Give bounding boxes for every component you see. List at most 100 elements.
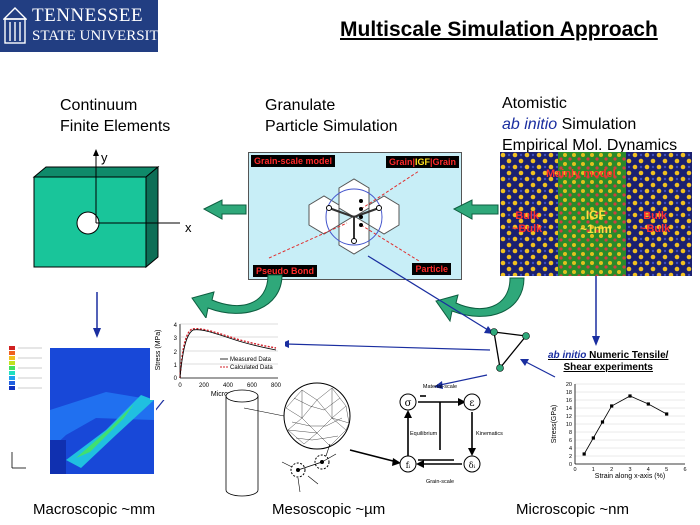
micro-data-point: [591, 436, 595, 440]
mesh-circle: [283, 382, 351, 450]
igf-label: IGF~1nm: [580, 208, 612, 236]
micro-xlabel: Strain along x-axis (%): [595, 473, 665, 480]
grain-scale-label: Grain-scale: [426, 479, 454, 485]
delta-node: δᵢ: [469, 461, 476, 470]
equilibrium-label: Equilibrium: [410, 431, 438, 437]
sigma-node: σ: [405, 398, 412, 409]
ss-ytick-3: 3: [174, 336, 178, 342]
ab-initio-text: ab initio: [502, 116, 558, 133]
microscopic-label: Microscopic ~nm: [516, 501, 629, 518]
arrow-granulate-to-fe: [202, 199, 247, 220]
grain-igf-grain-tag: Grain|IGF|Grain: [385, 156, 459, 168]
micro-data-point: [665, 412, 669, 416]
continuum-heading: Continuum Finite Elements: [60, 95, 170, 137]
ss-xtick-0: 0: [178, 383, 182, 389]
ss-xtick-1: 200: [199, 383, 210, 389]
micro-xtick: 1: [592, 467, 595, 473]
grain-scale-model-tag: Grain-scale model: [251, 155, 336, 167]
micro-ytick: 12: [566, 414, 572, 420]
triangle-element: [493, 331, 528, 370]
igf-1: IGF: [585, 208, 606, 222]
atomistic-heading: Atomistic ab initio Simulation Empirical…: [502, 93, 677, 156]
ss-ytick-2: 2: [174, 350, 178, 356]
atomistic-line-1: Atomistic: [502, 95, 567, 112]
curved-arrow-right: [435, 277, 525, 323]
curved-arrow-left: [191, 274, 283, 320]
ss-xtick-2: 400: [223, 383, 234, 389]
continuum-line-2: Finite Elements: [60, 118, 171, 135]
micro-ytick: 18: [566, 390, 572, 396]
particle-tag: Particle: [412, 263, 451, 275]
mesoscopic-label: Mesoscopic ~µm: [272, 501, 386, 518]
atomistic-lattice: [500, 152, 692, 276]
pseudo-bond-tag: Pseudo Bond: [253, 265, 317, 277]
logo-line-2: STATE UNIVERSITY: [32, 28, 170, 44]
atomistic-line-3: Empirical Mol. Dynamics: [502, 137, 678, 154]
ss-xtick-3: 600: [247, 383, 258, 389]
y-axis-label: y: [101, 150, 108, 165]
micro-ytick: 16: [566, 398, 572, 404]
page-title: Multiscale Simulation Approach: [340, 18, 658, 41]
igf-2: ~1nm: [580, 222, 612, 236]
ss-ytick-1: 1: [174, 363, 178, 369]
tensile-caption: ab initio Numeric Tensile/ Shear experim…: [548, 350, 668, 374]
fe-plate-diagram: [32, 149, 180, 269]
micro-xtick: 3: [628, 467, 631, 473]
bulk-right-1: Bulk: [643, 210, 668, 222]
micro-xtick: 4: [647, 467, 650, 473]
micro-xtick: 5: [665, 467, 668, 473]
micro-ytick: 6: [569, 438, 572, 444]
epsilon-node: ε: [469, 398, 474, 409]
particle-pair: [281, 443, 337, 493]
macroscopic-label: Macroscopic ~mm: [33, 501, 156, 518]
micro-data-point: [646, 402, 650, 406]
micro-ytick: 10: [566, 422, 572, 428]
atomistic-line-2: ab initio Simulation: [502, 114, 677, 135]
micro-data-point: [610, 404, 614, 408]
x-axis-label: x: [185, 220, 192, 235]
stress-strain-ylabel: Stress (MPa): [155, 330, 162, 371]
mainly-model-label: Mainly model: [546, 168, 616, 180]
micro-stress-line: [583, 395, 667, 455]
granulate-heading: Granulate Particle Simulation: [265, 95, 398, 137]
grain-right-text: |Grain: [429, 157, 456, 167]
granulate-line-2: Particle Simulation: [265, 118, 398, 135]
micro-ytick: 14: [566, 406, 572, 412]
tensile-rest: Numeric Tensile/: [586, 350, 669, 361]
micro-ylabel: Stress(GPa): [551, 405, 558, 444]
bulk-right-label: Bulk~Bulk: [640, 210, 670, 236]
force-node: fᵢ: [406, 461, 411, 470]
measured-curve: [179, 329, 277, 379]
micro-xtick: 0: [573, 467, 576, 473]
building-icon: [3, 7, 27, 44]
grain-left-text: Grain|: [388, 157, 415, 167]
micro-data-point: [600, 420, 605, 424]
fe-simulation-image: [6, 340, 156, 475]
micro-data-point: [628, 394, 632, 398]
atomistic-panel: Mainly model Bulk~Bulk IGF~1nm Bulk~Bulk: [500, 152, 692, 276]
micro-xtick: 6: [683, 467, 686, 473]
bulk-left-label: Bulk~Bulk: [512, 210, 542, 236]
bulk-left-1: Bulk: [515, 210, 540, 222]
meso-diagram: σ ε fᵢ δᵢ Material-scale Grain-scale Equ…: [225, 382, 503, 497]
stress-strain-plot: Stress (MPa) 4 3 2 1 0 Measured Data Cal…: [150, 318, 285, 400]
micro-ytick: 0: [569, 462, 572, 468]
micro-data-point: [582, 452, 586, 456]
tensile-caption-line-1: ab initio Numeric Tensile/: [548, 350, 668, 362]
granulate-panel: Grain-scale model Grain|IGF|Grain Pseudo…: [248, 152, 462, 280]
simulation-text: Simulation: [557, 116, 637, 133]
kinematics-label: Kinematics: [476, 431, 503, 437]
micro-ytick: 20: [566, 382, 572, 388]
ss-ytick-4: 4: [174, 323, 178, 329]
material-scale-label: Material-scale: [423, 384, 457, 390]
university-logo: TENNESSEE STATE UNIVERSITY: [0, 0, 170, 52]
fe-contour-plot: [6, 340, 156, 475]
granulate-line-1: Granulate: [265, 97, 336, 114]
ss-ytick-0: 0: [174, 376, 178, 382]
legend-measured: Measured Data: [230, 357, 272, 363]
ss-xtick-4: 800: [271, 383, 282, 389]
micro-ytick: 8: [569, 430, 572, 436]
tensile-caption-line-2: Shear experiments: [563, 362, 653, 373]
tensile-ab-initio: ab initio: [548, 350, 587, 361]
